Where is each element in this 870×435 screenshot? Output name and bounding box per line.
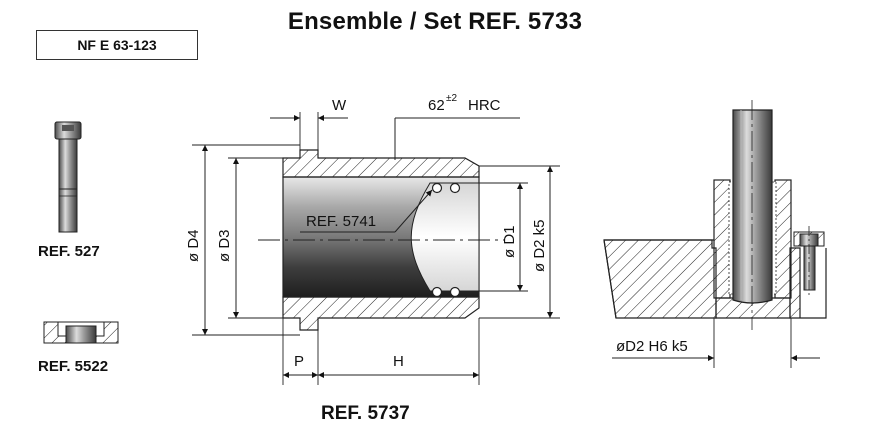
dim-d1-d2: ø D1 ø D2 k5	[479, 165, 560, 319]
drawing-title: Ensemble / Set REF. 5733	[287, 8, 583, 35]
dim-d4-label: ø D4	[185, 229, 202, 262]
dim-p-label: P	[294, 353, 304, 370]
dim-d2-label: ø D2 k5	[531, 219, 548, 272]
label-ref-527: REF. 527	[38, 243, 100, 260]
hardness-value: 62	[428, 97, 445, 114]
standard-box: NF E 63-123	[36, 30, 198, 60]
assembly-view: øD2 H6 k5	[603, 100, 827, 368]
screw-ref-527	[54, 121, 82, 233]
label-ref-5737: REF. 5737	[321, 403, 410, 424]
dim-d1-label: ø D1	[501, 225, 518, 258]
hardness-tolerance: ±2	[446, 93, 457, 104]
hardness-callout: 62 ±2 HRC	[394, 93, 520, 160]
label-ref-5522: REF. 5522	[38, 358, 109, 375]
dim-d3-label: ø D3	[216, 229, 233, 262]
dim-d4-d3: ø D4 ø D3	[185, 144, 300, 336]
dim-fit-label: øD2 H6 k5	[616, 338, 688, 355]
dim-w: W	[270, 97, 348, 150]
washer-ref-5522	[43, 321, 119, 344]
hardness-unit: HRC	[468, 97, 501, 114]
dim-p-h: P H	[282, 318, 480, 385]
bushing-ref-5737	[258, 149, 505, 331]
dim-w-label: W	[332, 97, 347, 114]
dim-h-label: H	[393, 353, 404, 370]
label-ref-5741: REF. 5741	[306, 213, 376, 230]
